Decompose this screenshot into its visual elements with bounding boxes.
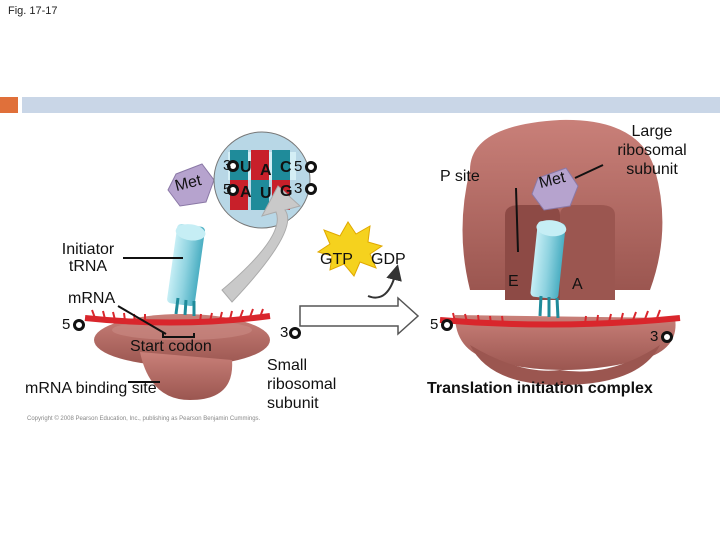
end-markers (73, 160, 673, 343)
leader-lines (117, 164, 604, 383)
accent-stripe (22, 97, 720, 113)
anticodon-3-label: 3 (223, 157, 232, 174)
mrna-binding-site-label: mRNA binding site (25, 380, 157, 397)
accent-square (0, 97, 18, 113)
initiator-trna-left (167, 223, 206, 316)
gtp-label: GTP (320, 251, 353, 268)
met-hexagon-left (167, 163, 215, 207)
mrna-label: mRNA (68, 290, 116, 307)
base-label: C (280, 159, 292, 176)
base-label: A (260, 162, 272, 179)
p-site-label: P site (440, 168, 480, 185)
base-label: U (240, 159, 252, 176)
mrna-3-left-label: 3 (280, 324, 289, 341)
mrna-3-right-label: 3 (650, 328, 659, 345)
small-subunit-right (455, 315, 676, 385)
gdp-arrow (367, 264, 402, 299)
copyright-text: Copyright © 2008 Pearson Education, Inc.… (27, 416, 261, 422)
base-label: G (280, 183, 292, 200)
codon-3-label: 3 (294, 180, 303, 197)
translation-initiation-complex-label: Translation initiation complex (427, 380, 653, 397)
mrna-5-left-label: 5 (62, 316, 71, 333)
initiator-trna-label: Initiator tRNA (61, 241, 115, 275)
start-codon-bracket (162, 333, 195, 338)
start-codon-label: Start codon (130, 338, 212, 355)
binding-arrow (221, 185, 302, 303)
large-subunit-label: Large ribosomal subunit (617, 123, 687, 178)
codon-5-label: 5 (223, 181, 232, 198)
mrna-strand-right (439, 309, 681, 328)
base-label: U (260, 185, 272, 202)
anticodon-5-label: 5 (294, 158, 303, 175)
gdp-label: GDP (371, 251, 406, 268)
figure-label: Fig. 17-17 (8, 5, 58, 17)
mrna-strand-left (84, 308, 271, 326)
e-site-label: E (508, 273, 519, 290)
gtp-starburst (316, 221, 384, 277)
met-hexagon-right (531, 167, 579, 211)
base-label: A (240, 184, 252, 201)
process-arrow (299, 296, 420, 336)
title-bar (0, 97, 720, 113)
small-subunit-label: Small ribosomal subunit (267, 357, 337, 412)
initiator-trna-right (530, 220, 567, 319)
mrna-5-right-label: 5 (430, 316, 439, 333)
a-site-label: A (572, 276, 583, 293)
